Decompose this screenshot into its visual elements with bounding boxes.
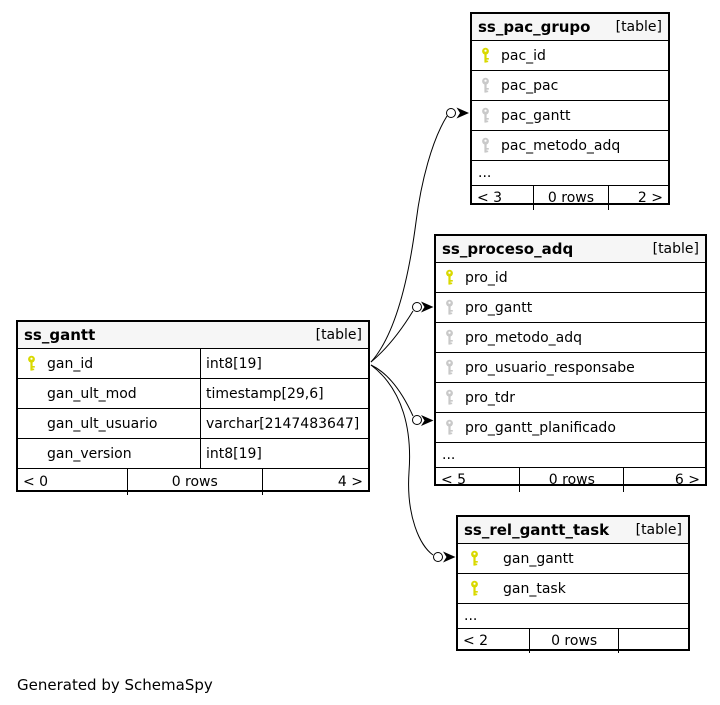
foreign-key-icon [482,77,489,93]
table-header: ss_gantt [table] [18,322,368,348]
column-row[interactable]: pro_id [436,262,705,292]
column-row[interactable]: pac_id [472,40,668,70]
relation-circle-endpoint [412,415,422,425]
footer-parents-count [619,629,688,653]
column-name: pro_tdr [465,389,516,406]
column-row[interactable]: gan_id int8[19] [18,348,368,378]
more-columns-indicator: ... [472,160,668,185]
footer-parents-count: 6 > [674,472,700,488]
relation-arrowhead [456,107,469,119]
more-columns-indicator: ... [436,442,705,467]
foreign-key-icon [446,329,453,345]
table-name[interactable]: ss_pac_grupo [478,18,591,36]
table-name[interactable]: ss_proceso_adq [442,240,574,258]
column-name: pac_metodo_adq [501,137,621,154]
table-type-tag: [table] [635,522,682,538]
column-row[interactable]: pro_tdr [436,382,705,412]
column-row[interactable]: pac_pac [472,70,668,100]
column-name: pro_id [465,269,508,286]
foreign-key-icon [446,359,453,375]
column-name: pro_usuario_responsabe [465,359,635,376]
column-type: timestamp[29,6] [206,385,324,402]
table-ss-proceso-adq[interactable]: ss_proceso_adq [table] pro_id pro_gantt [434,234,707,492]
column-row[interactable]: gan_task [458,573,688,603]
column-row[interactable]: pac_gantt [472,100,668,130]
foreign-key-icon [446,419,453,435]
column-type: int8[19] [206,445,262,462]
relation-circle-endpoint [412,302,422,312]
table-footer: < 5 0 rows 6 > [436,467,705,492]
column-row[interactable]: pro_gantt_planificado [436,412,705,442]
column-name: gan_gantt [503,550,574,567]
column-name: gan_id [47,355,94,372]
primary-key-icon [471,580,478,596]
table-type-tag: [table] [315,327,362,343]
column-name: pro_gantt_planificado [465,419,616,436]
column-row[interactable]: gan_ult_mod timestamp[29,6] [18,378,368,408]
footer-row-count: 0 rows [532,186,610,210]
foreign-key-icon [482,137,489,153]
column-name: pro_metodo_adq [465,329,583,346]
footer-row-count: 0 rows [529,629,619,653]
footer-row-count: 0 rows [519,468,625,492]
primary-key-icon [28,355,35,371]
table-header: ss_pac_grupo [table] [472,14,668,40]
footer-parents-count: 2 > [637,190,663,206]
more-columns-indicator: ... [458,603,688,628]
column-row[interactable]: gan_gantt [458,543,688,573]
column-name: gan_version [47,445,132,462]
column-row[interactable]: gan_ult_usuario varchar[2147483647] [18,408,368,438]
table-header: ss_proceso_adq [table] [436,236,705,262]
relation-arrowhead [421,415,434,426]
table-footer: < 0 0 rows 4 > [18,468,368,495]
primary-key-icon [471,550,478,566]
column-row[interactable]: gan_version int8[19] [18,438,368,468]
footer-children-count: < 3 [477,190,503,206]
relation-line-gantt-to-rel-gantt-task [370,364,434,556]
footer-children-count: < 0 [23,474,49,490]
generated-by-note: Generated by SchemaSpy [17,676,213,694]
table-header: ss_rel_gantt_task [table] [458,517,688,543]
foreign-key-icon [446,389,453,405]
column-name: pac_id [501,47,546,64]
table-name[interactable]: ss_rel_gantt_task [464,521,610,539]
footer-children-count: < 2 [463,633,489,649]
relation-circle-endpoint [446,108,456,118]
table-ss-pac-grupo[interactable]: ss_pac_grupo [table] pac_id pac_pac [470,12,670,210]
table-ss-gantt[interactable]: ss_gantt [table] gan_id int8[19] gan_ult… [16,320,370,495]
column-name: pac_gantt [501,107,571,124]
column-row[interactable]: pro_metodo_adq [436,322,705,352]
column-name: pac_pac [501,77,559,94]
column-row[interactable]: pro_gantt [436,292,705,322]
table-name[interactable]: ss_gantt [24,326,96,344]
foreign-key-icon [482,107,489,123]
column-name: gan_ult_mod [47,385,137,402]
relation-line-gantt-to-proceso-gantt [370,310,414,363]
table-footer: < 2 0 rows [458,628,688,653]
table-footer: < 3 0 rows 2 > [472,185,668,210]
table-ss-rel-gantt-task[interactable]: ss_rel_gantt_task [table] gan_gantt gan_… [456,515,690,653]
relation-circle-endpoint [433,552,443,562]
column-type: int8[19] [206,355,262,372]
column-row[interactable]: pac_metodo_adq [472,130,668,160]
relation-arrowhead [421,301,434,313]
column-type: varchar[2147483647] [206,415,360,432]
column-name: gan_task [503,580,566,597]
footer-parents-count: 4 > [337,474,363,490]
footer-children-count: < 5 [441,472,467,488]
foreign-key-icon [446,299,453,315]
table-type-tag: [table] [615,19,662,35]
relation-arrowhead [443,551,456,563]
primary-key-icon [446,269,453,285]
column-name: gan_ult_usuario [47,415,158,432]
relation-line-gantt-to-proceso-planificado [370,364,414,417]
table-type-tag: [table] [652,241,699,257]
column-name: pro_gantt [465,299,533,316]
column-row[interactable]: pro_usuario_responsabe [436,352,705,382]
footer-row-count: 0 rows [126,469,263,495]
primary-key-icon [482,47,489,63]
